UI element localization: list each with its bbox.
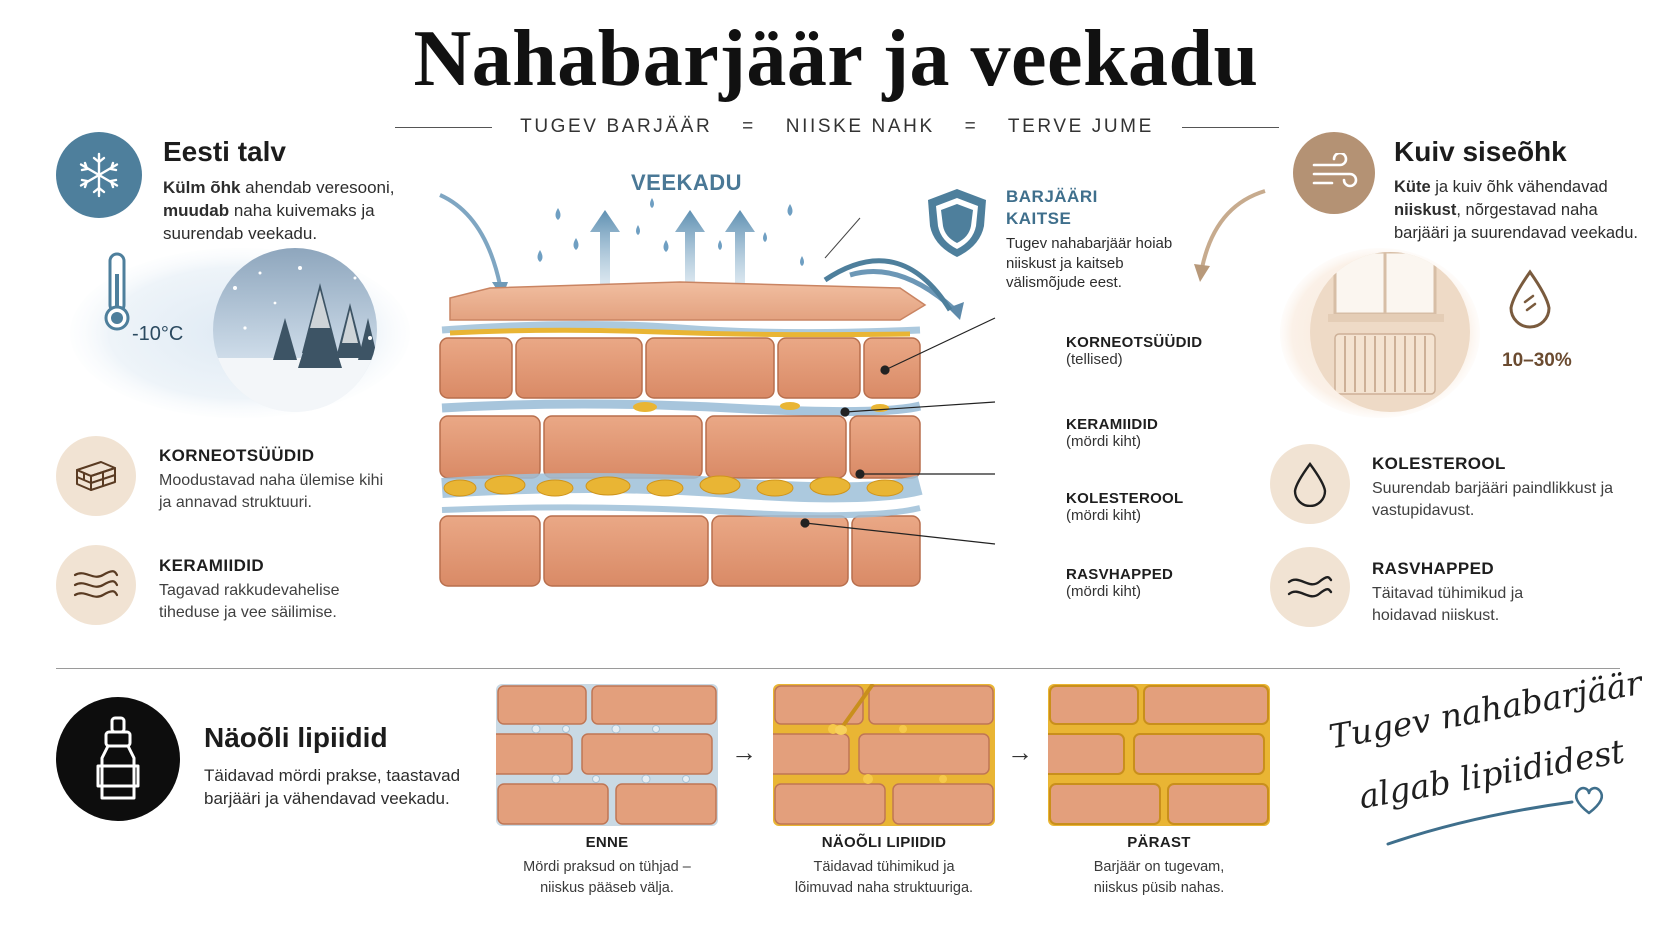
left-item-text-keramiidid: Tagavad rakkudevahelise tiheduse ja vee … [159, 582, 340, 621]
skin-barrier-diagram [439, 193, 996, 587]
tagline-equals-2: = [964, 116, 979, 137]
barrier-protection-title: BARJÄÄRI KAITSE [1006, 187, 1098, 228]
tagline-part-3: TERVE JUME [1007, 116, 1154, 137]
temperature-readout: -10°C [132, 323, 184, 345]
shield-icon [928, 189, 986, 257]
diagram-label-rasvhapped: RASVHAPPED (mördi kiht) [1066, 566, 1174, 600]
thermometer-icon [104, 252, 130, 331]
wind-icon [1293, 132, 1375, 214]
tagline: TUGEV BARJÄÄR = NIISKE NAHK = TERVE JUME [395, 112, 1279, 142]
left-item-text-korneotsuudid: Moodustavad naha ülemise kihi ja annavad… [159, 472, 384, 511]
drop-icon [1270, 444, 1350, 524]
left-item-title-korneotsuudid: KORNEOTSÜÜDID [159, 446, 315, 465]
stage-lipids-image [773, 684, 995, 826]
stage-after-caption: PÄRAST Barjäär on tugevam, niiskus püsib… [1093, 834, 1225, 896]
diagram-label-korneotsuudid: KORNEOTSÜÜDID (tellised) [1066, 334, 1203, 368]
brick-icon [56, 436, 136, 516]
tagline-rule-right [1181, 126, 1279, 128]
stage-after-image [1048, 684, 1270, 826]
right-item-text-rasvhapped: Täitavad tühimikud ja hoidavad niiskust. [1372, 585, 1524, 624]
stage-lipids-caption: NÄOÕLI LIPIIDID Täidavad tühimikud ja lõ… [794, 834, 974, 896]
winter-title: Eesti talv [163, 136, 286, 167]
section-divider [56, 668, 1620, 669]
stage-before-image [496, 684, 718, 826]
indoor-title: Kuiv siseõhk [1394, 136, 1567, 167]
stage-arrow-1: → [731, 737, 757, 767]
page-title: Nahabarjäär ja veekadu [413, 15, 1259, 103]
right-item-title-kolesterool: KOLESTEROOL [1372, 454, 1506, 473]
wave-lines-icon [1270, 547, 1350, 627]
water-drop-icon [1509, 269, 1551, 329]
left-item-title-keramiidid: KERAMIIDID [159, 556, 265, 575]
tagline-equals-1: = [742, 116, 756, 137]
diagram-label-keramiidid: KERAMIIDID (mördi kiht) [1066, 416, 1159, 450]
indoor-text: Küte ja kuiv õhk vähendavad niiskust, nõ… [1394, 178, 1638, 242]
diagram-label-kolesterool: KOLESTEROOL (mördi kiht) [1066, 490, 1184, 524]
dropper-bottle-icon [56, 697, 180, 821]
humidity-readout: 10–30% [1502, 350, 1572, 371]
radiator-scene-illustration [1280, 248, 1480, 418]
face-oil-text: Täidavad mördi prakse, taastavad barjäär… [204, 766, 461, 808]
stage-before-caption: ENNE Mördi praksud on tühjad – niiskus p… [523, 834, 691, 896]
stage-arrow-2: → [1007, 737, 1033, 767]
slogan-underline [1386, 800, 1574, 846]
right-item-title-rasvhapped: RASVHAPPED [1372, 559, 1495, 578]
incoming-dry-air-arrow [1194, 189, 1266, 282]
snowflake-icon [56, 132, 142, 218]
tagline-part-2: NIISKE NAHK [785, 116, 935, 137]
heart-icon [1574, 786, 1604, 815]
tagline-rule-left [395, 126, 493, 128]
winter-text: Külm õhk ahendab veresooni, muudab naha … [163, 178, 395, 243]
right-item-text-kolesterool: Suurendab barjääri paindlikkust ja vastu… [1372, 480, 1614, 519]
tagline-part-1: TUGEV BARJÄÄR [520, 116, 713, 137]
waves-icon [56, 545, 136, 625]
water-loss-label: VEEKADU [631, 170, 743, 195]
barrier-protection-text: Tugev nahabarjäär hoiab niiskust ja kait… [1006, 235, 1173, 291]
face-oil-title: Näoõli lipiidid [204, 722, 388, 753]
winter-scene-illustration [70, 248, 410, 418]
